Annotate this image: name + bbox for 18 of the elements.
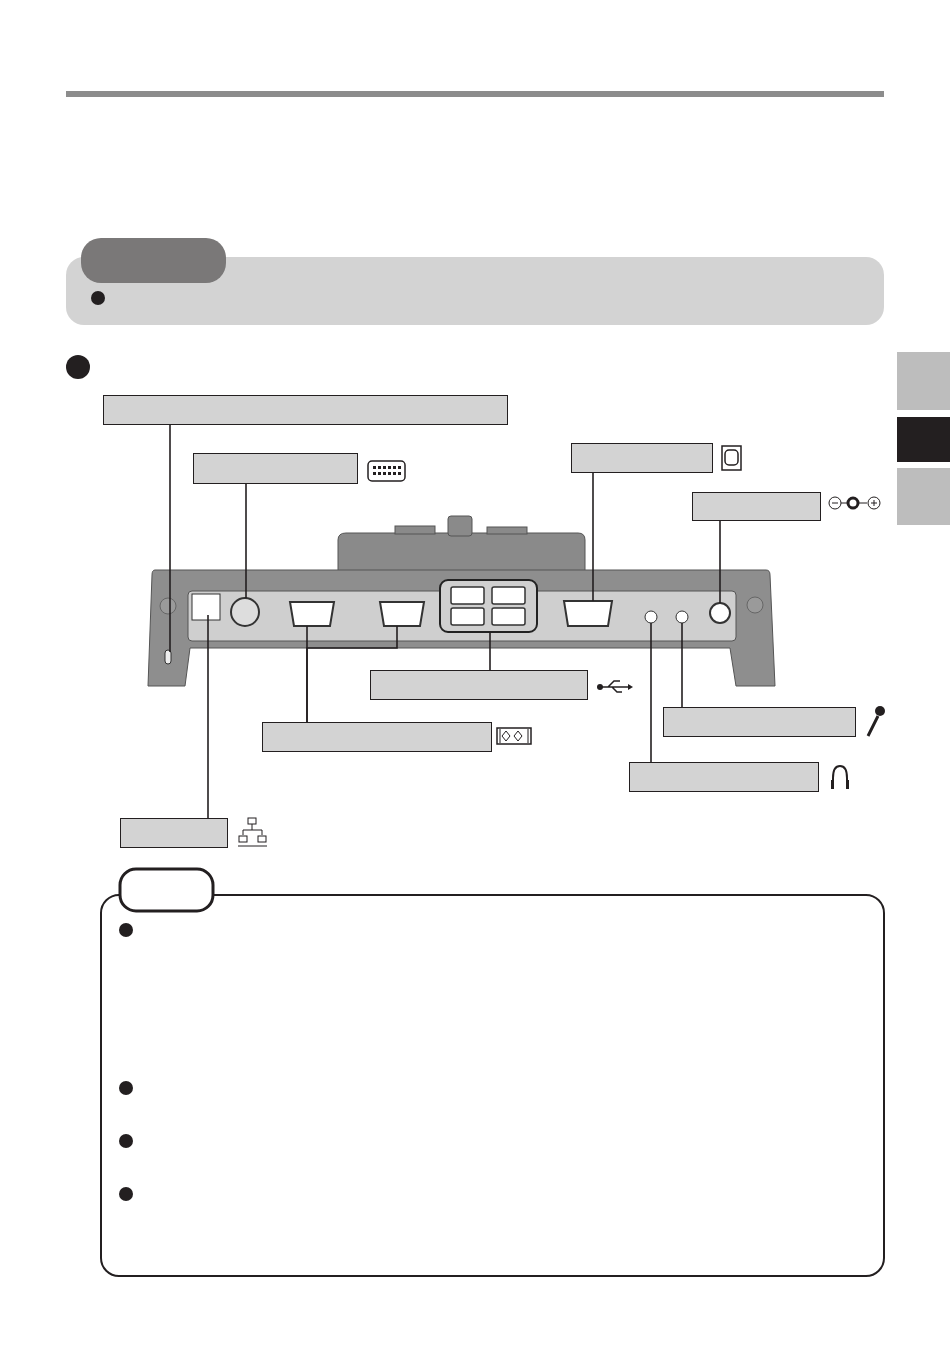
leader-line bbox=[592, 472, 594, 602]
label-box bbox=[692, 492, 821, 521]
label-box bbox=[571, 443, 713, 473]
leader-line bbox=[681, 622, 683, 708]
leader-line bbox=[719, 520, 721, 604]
leader-line bbox=[489, 631, 491, 671]
label-box bbox=[120, 818, 228, 848]
label-box bbox=[193, 453, 358, 484]
leader-line bbox=[245, 483, 247, 599]
label-box bbox=[370, 670, 588, 700]
label-box bbox=[629, 762, 819, 792]
label-box bbox=[103, 395, 508, 425]
leader-line bbox=[306, 625, 398, 723]
label-box bbox=[663, 707, 856, 737]
leader-line bbox=[207, 614, 209, 819]
leader-line bbox=[169, 424, 171, 653]
leader-line bbox=[650, 622, 652, 763]
label-box bbox=[262, 722, 492, 752]
